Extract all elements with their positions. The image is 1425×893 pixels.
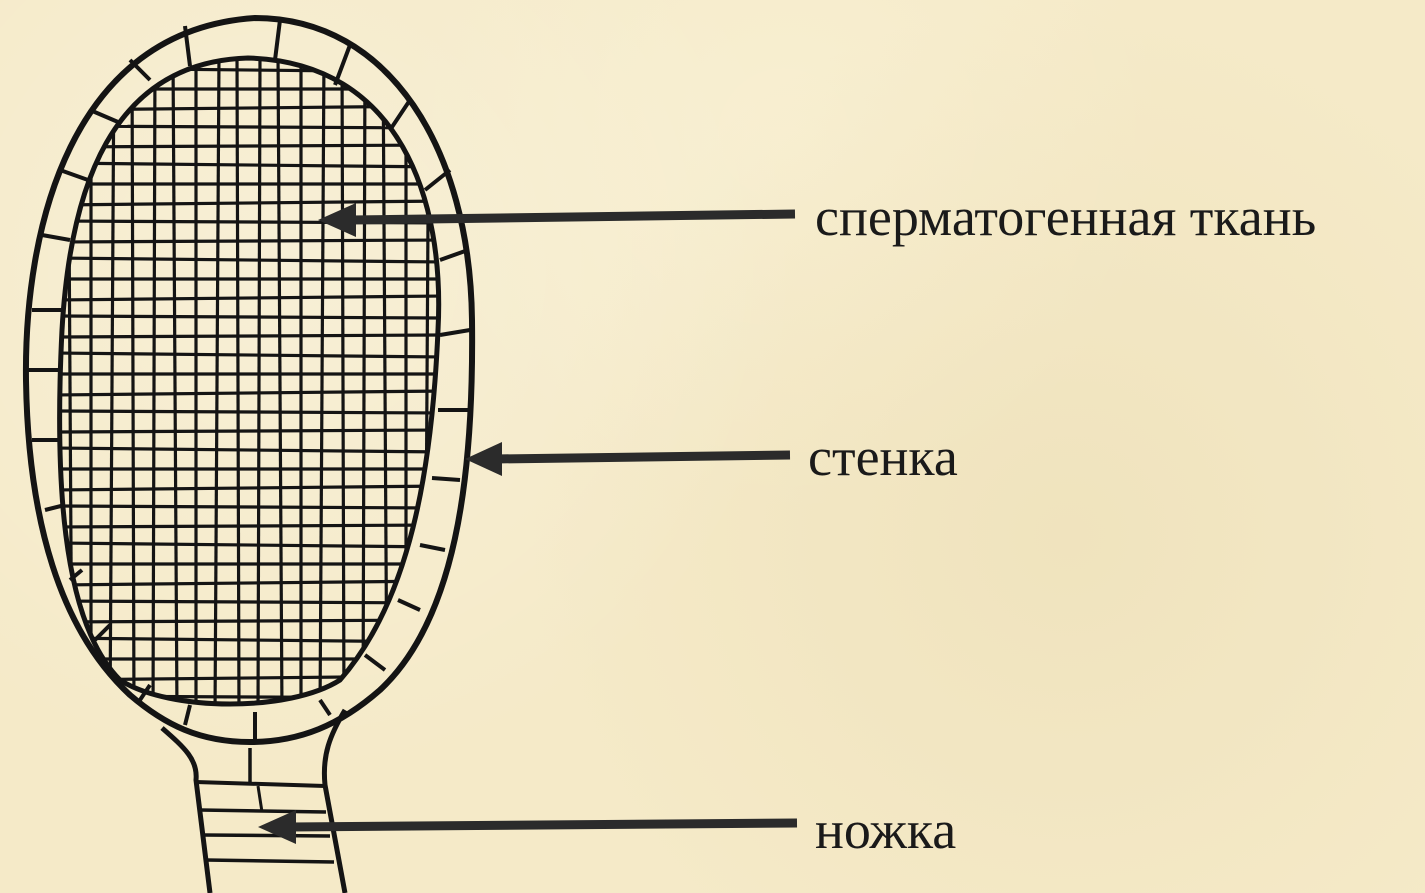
arrow-spermatogenous-tissue [318, 203, 795, 237]
label-wall: стенка [808, 430, 958, 484]
label-spermatogenous-tissue: сперматогенная ткань [815, 190, 1316, 244]
arrow-wall [465, 442, 790, 476]
label-stalk: ножка [815, 803, 956, 857]
arrow-stalk [258, 810, 797, 844]
spermatogenous-tissue [55, 55, 445, 715]
